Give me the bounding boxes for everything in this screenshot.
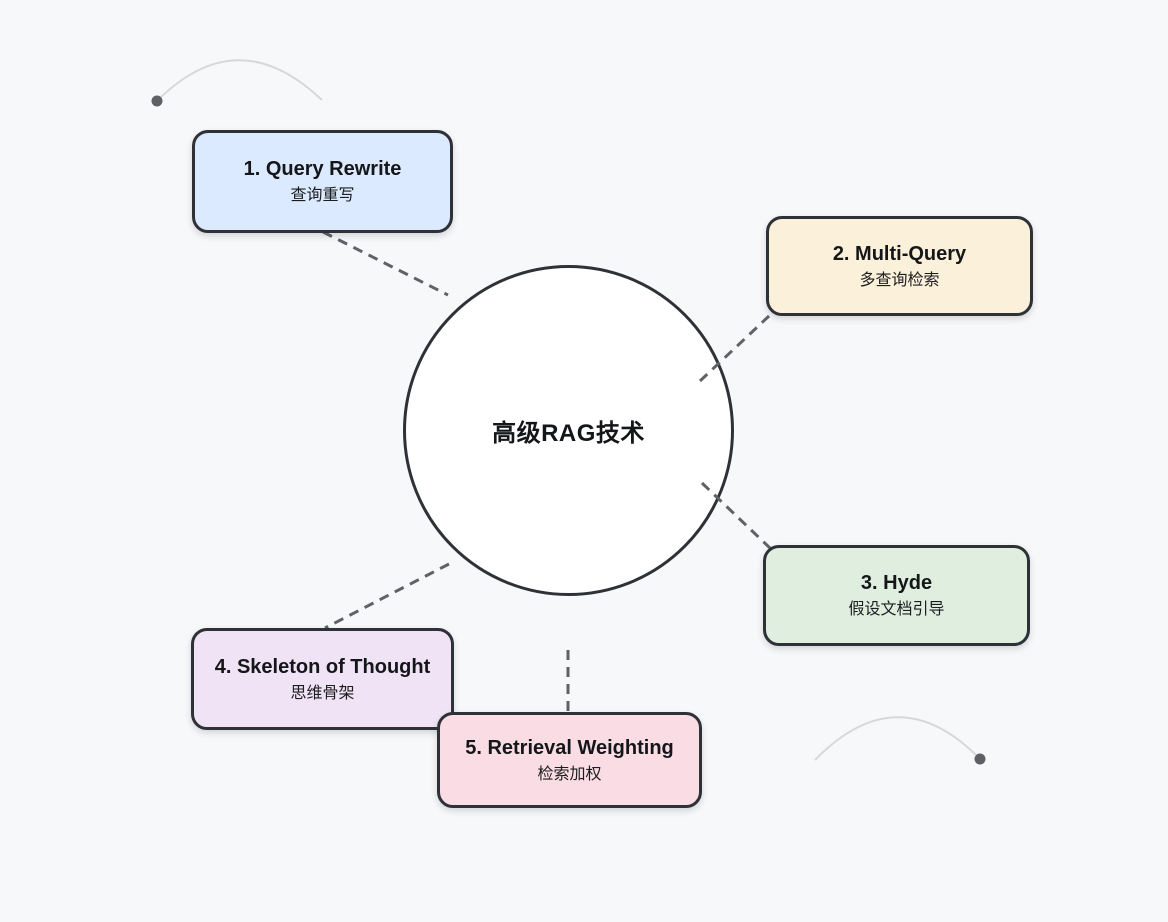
decorative-arc-top-left	[156, 59, 323, 102]
node-title: 1. Query Rewrite	[243, 158, 402, 181]
node-subtitle: 思维骨架	[290, 684, 355, 702]
node-multi-query[interactable]: 2. Multi-Query 多查询检索	[766, 216, 1033, 316]
node-query-rewrite[interactable]: 1. Query Rewrite 查询重写	[192, 130, 453, 233]
decorative-dot-top-left	[151, 95, 163, 107]
node-title: 2. Multi-Query	[832, 242, 967, 265]
node-subtitle: 假设文档引导	[848, 601, 945, 619]
decorative-dot-bottom-right	[974, 753, 986, 765]
central-topic-label: 高级RAG技术	[492, 420, 645, 447]
connector-query-rewrite	[322, 230, 449, 297]
node-skeleton-of-thought[interactable]: 4. Skeleton of Thought 思维骨架	[191, 628, 454, 730]
node-hyde[interactable]: 3. Hyde 假设文档引导	[763, 545, 1030, 646]
node-subtitle: 查询重写	[290, 187, 355, 205]
node-title: 5. Retrieval Weighting	[465, 736, 674, 759]
decorative-arc-bottom-right	[814, 716, 981, 761]
connector-skeleton-of-thought	[324, 562, 450, 630]
node-subtitle: 多查询检索	[859, 271, 940, 289]
central-topic-node[interactable]: 高级RAG技术	[403, 265, 734, 596]
node-retrieval-weighting[interactable]: 5. Retrieval Weighting 检索加权	[437, 712, 702, 808]
node-title: 3. Hyde	[860, 572, 933, 595]
node-title: 4. Skeleton of Thought	[214, 655, 431, 678]
node-subtitle: 检索加权	[537, 765, 602, 783]
